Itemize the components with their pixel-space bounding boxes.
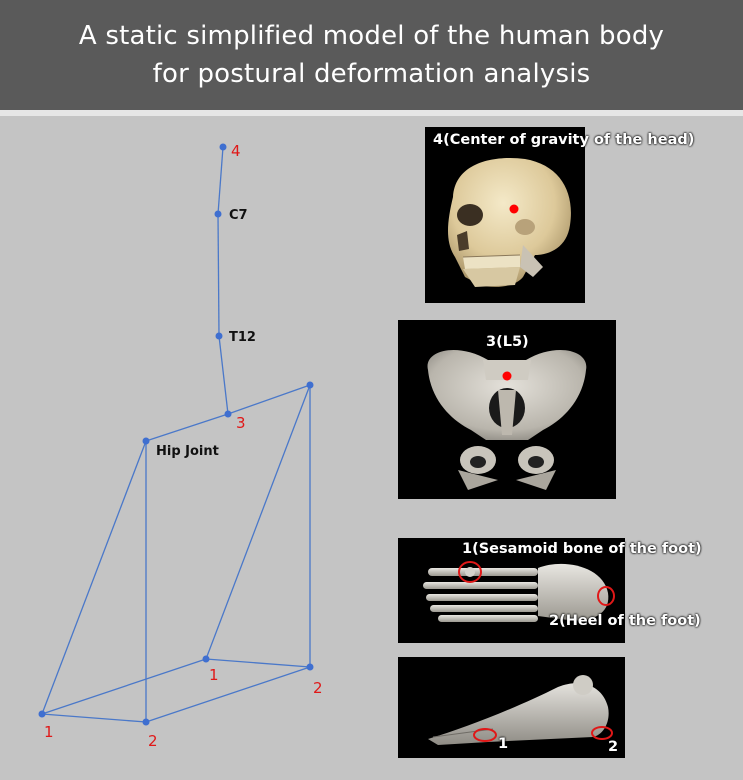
head-label: 4(Center of gravity of the head) [433, 132, 695, 148]
point-l5 [224, 410, 232, 418]
postural-model-diagram: 4 C7 T12 3 Hip Joint 1 2 1 2 [38, 142, 323, 750]
point-t12 [215, 332, 223, 340]
label-c7: C7 [229, 208, 248, 223]
point-hip-right [306, 381, 314, 389]
title-line-1: A static simplified model of the human b… [78, 21, 665, 51]
foot-top-label-2: 2(Heel of the foot) [549, 613, 701, 629]
foot-line-left [41, 713, 147, 723]
head-center-of-gravity-dot [509, 204, 519, 214]
pelvis-line-right [227, 384, 311, 415]
label-right-foot-2: 2 [313, 679, 323, 697]
spine-segment-thoracic [218, 335, 229, 415]
heel-marker [597, 586, 615, 606]
point-head [219, 143, 227, 151]
point-c7 [214, 210, 222, 218]
point-hip-left [142, 437, 150, 445]
label-t12: T12 [229, 330, 256, 345]
skull-illustration [448, 157, 571, 287]
foot-line-heels [145, 666, 311, 723]
sesamoid-marker [458, 561, 482, 583]
label-point-4: 4 [231, 142, 241, 160]
model-points [38, 143, 314, 726]
foot-side-view-panel [398, 657, 625, 758]
foot-top-label-1: 1(Sesamoid bone of the foot) [462, 541, 702, 557]
header-divider [0, 110, 743, 116]
title-banner: A static simplified model of the human b… [0, 0, 743, 110]
left-leg-outer [41, 440, 147, 715]
side-sesamoid-marker [473, 728, 497, 742]
pelvis-label: 3(L5) [486, 334, 529, 350]
side-heel-marker [591, 726, 613, 740]
foot-line-toes [41, 658, 207, 715]
model-lines [41, 146, 311, 723]
foot-top-view-illustration [423, 561, 615, 622]
right-leg-inner [205, 384, 311, 660]
point-right-heel [306, 663, 314, 671]
point-left-sesamoid [38, 710, 46, 718]
spine-segment-head [217, 146, 224, 215]
label-right-foot-1: 1 [209, 666, 219, 684]
point-left-heel [142, 718, 150, 726]
point-right-sesamoid [202, 655, 210, 663]
l5-dot [502, 371, 512, 381]
foot-top-view-panel [398, 538, 625, 643]
pelvis-image-panel [398, 320, 616, 499]
skull-image-panel [425, 127, 585, 303]
label-hip-joint: Hip Joint [156, 444, 219, 459]
foot-side-label-2: 2 [608, 739, 619, 755]
label-left-foot-2: 2 [148, 732, 158, 750]
foot-side-label-1: 1 [498, 736, 509, 752]
foot-line-right [205, 658, 311, 668]
label-point-3: 3 [236, 414, 246, 432]
title-line-2: for postural deformation analysis [152, 59, 591, 89]
pelvis-line-left [145, 413, 229, 442]
model-labels: 4 C7 T12 3 Hip Joint 1 2 1 2 [44, 142, 323, 750]
pelvis-illustration [427, 349, 587, 490]
spine-segment-cervical [217, 213, 220, 337]
foot-side-view-illustration [428, 675, 613, 745]
label-left-foot-1: 1 [44, 723, 54, 741]
